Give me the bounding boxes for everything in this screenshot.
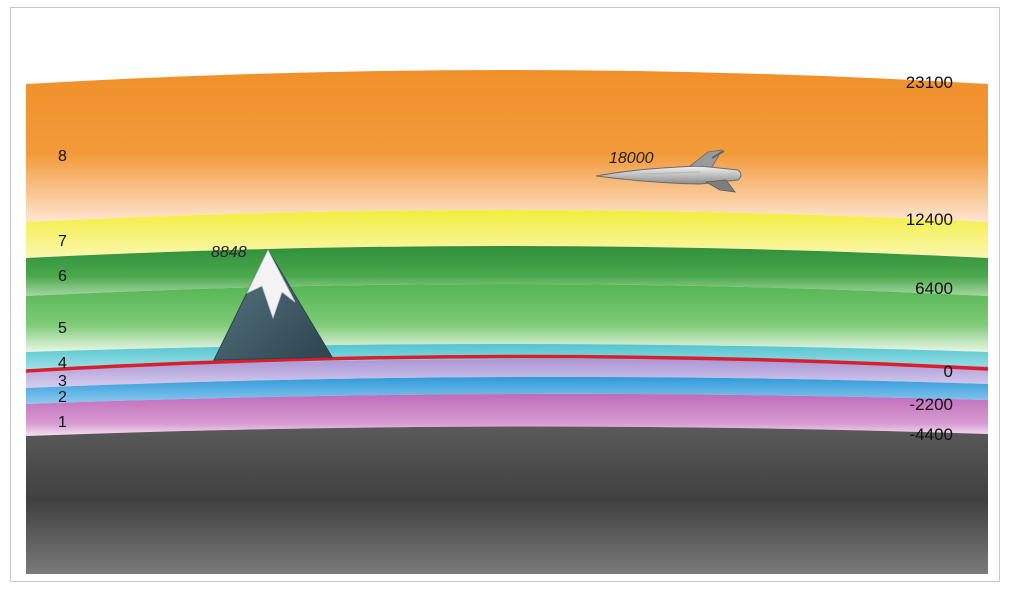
zone-number-1: 1 [58, 414, 67, 431]
altitude-label-6400: 6400 [915, 279, 953, 298]
zone-3-band [26, 358, 988, 388]
sea-level-line [25, 354, 989, 373]
zone-5-band [26, 284, 988, 352]
zone-7-band [26, 210, 988, 258]
zone-number-5: 5 [58, 320, 67, 337]
altitude-label-23100: 23100 [906, 73, 953, 92]
ground-band [26, 426, 988, 574]
altitude-label-12400: 12400 [906, 210, 953, 229]
zone-number-7: 7 [58, 233, 67, 250]
mountain-icon [213, 248, 333, 361]
zone-number-2: 2 [58, 389, 67, 406]
zone-8-band [26, 70, 988, 222]
altitude-label-minus-4400: -4400 [910, 425, 953, 444]
altitude-label-0: 0 [944, 362, 953, 381]
zone-number-4: 4 [58, 355, 67, 372]
aircraft-icon [595, 149, 742, 193]
aircraft-altitude-label: 18000 [609, 150, 654, 167]
mountain-height-label: 8848 [211, 244, 247, 261]
zone-number-6: 6 [58, 268, 67, 285]
altitude-label-minus-2200: -2200 [910, 395, 953, 414]
zone-number-3: 3 [58, 373, 67, 390]
zone-number-8: 8 [58, 148, 67, 165]
zone-2-band [26, 376, 988, 404]
zone-1-band [26, 393, 988, 436]
